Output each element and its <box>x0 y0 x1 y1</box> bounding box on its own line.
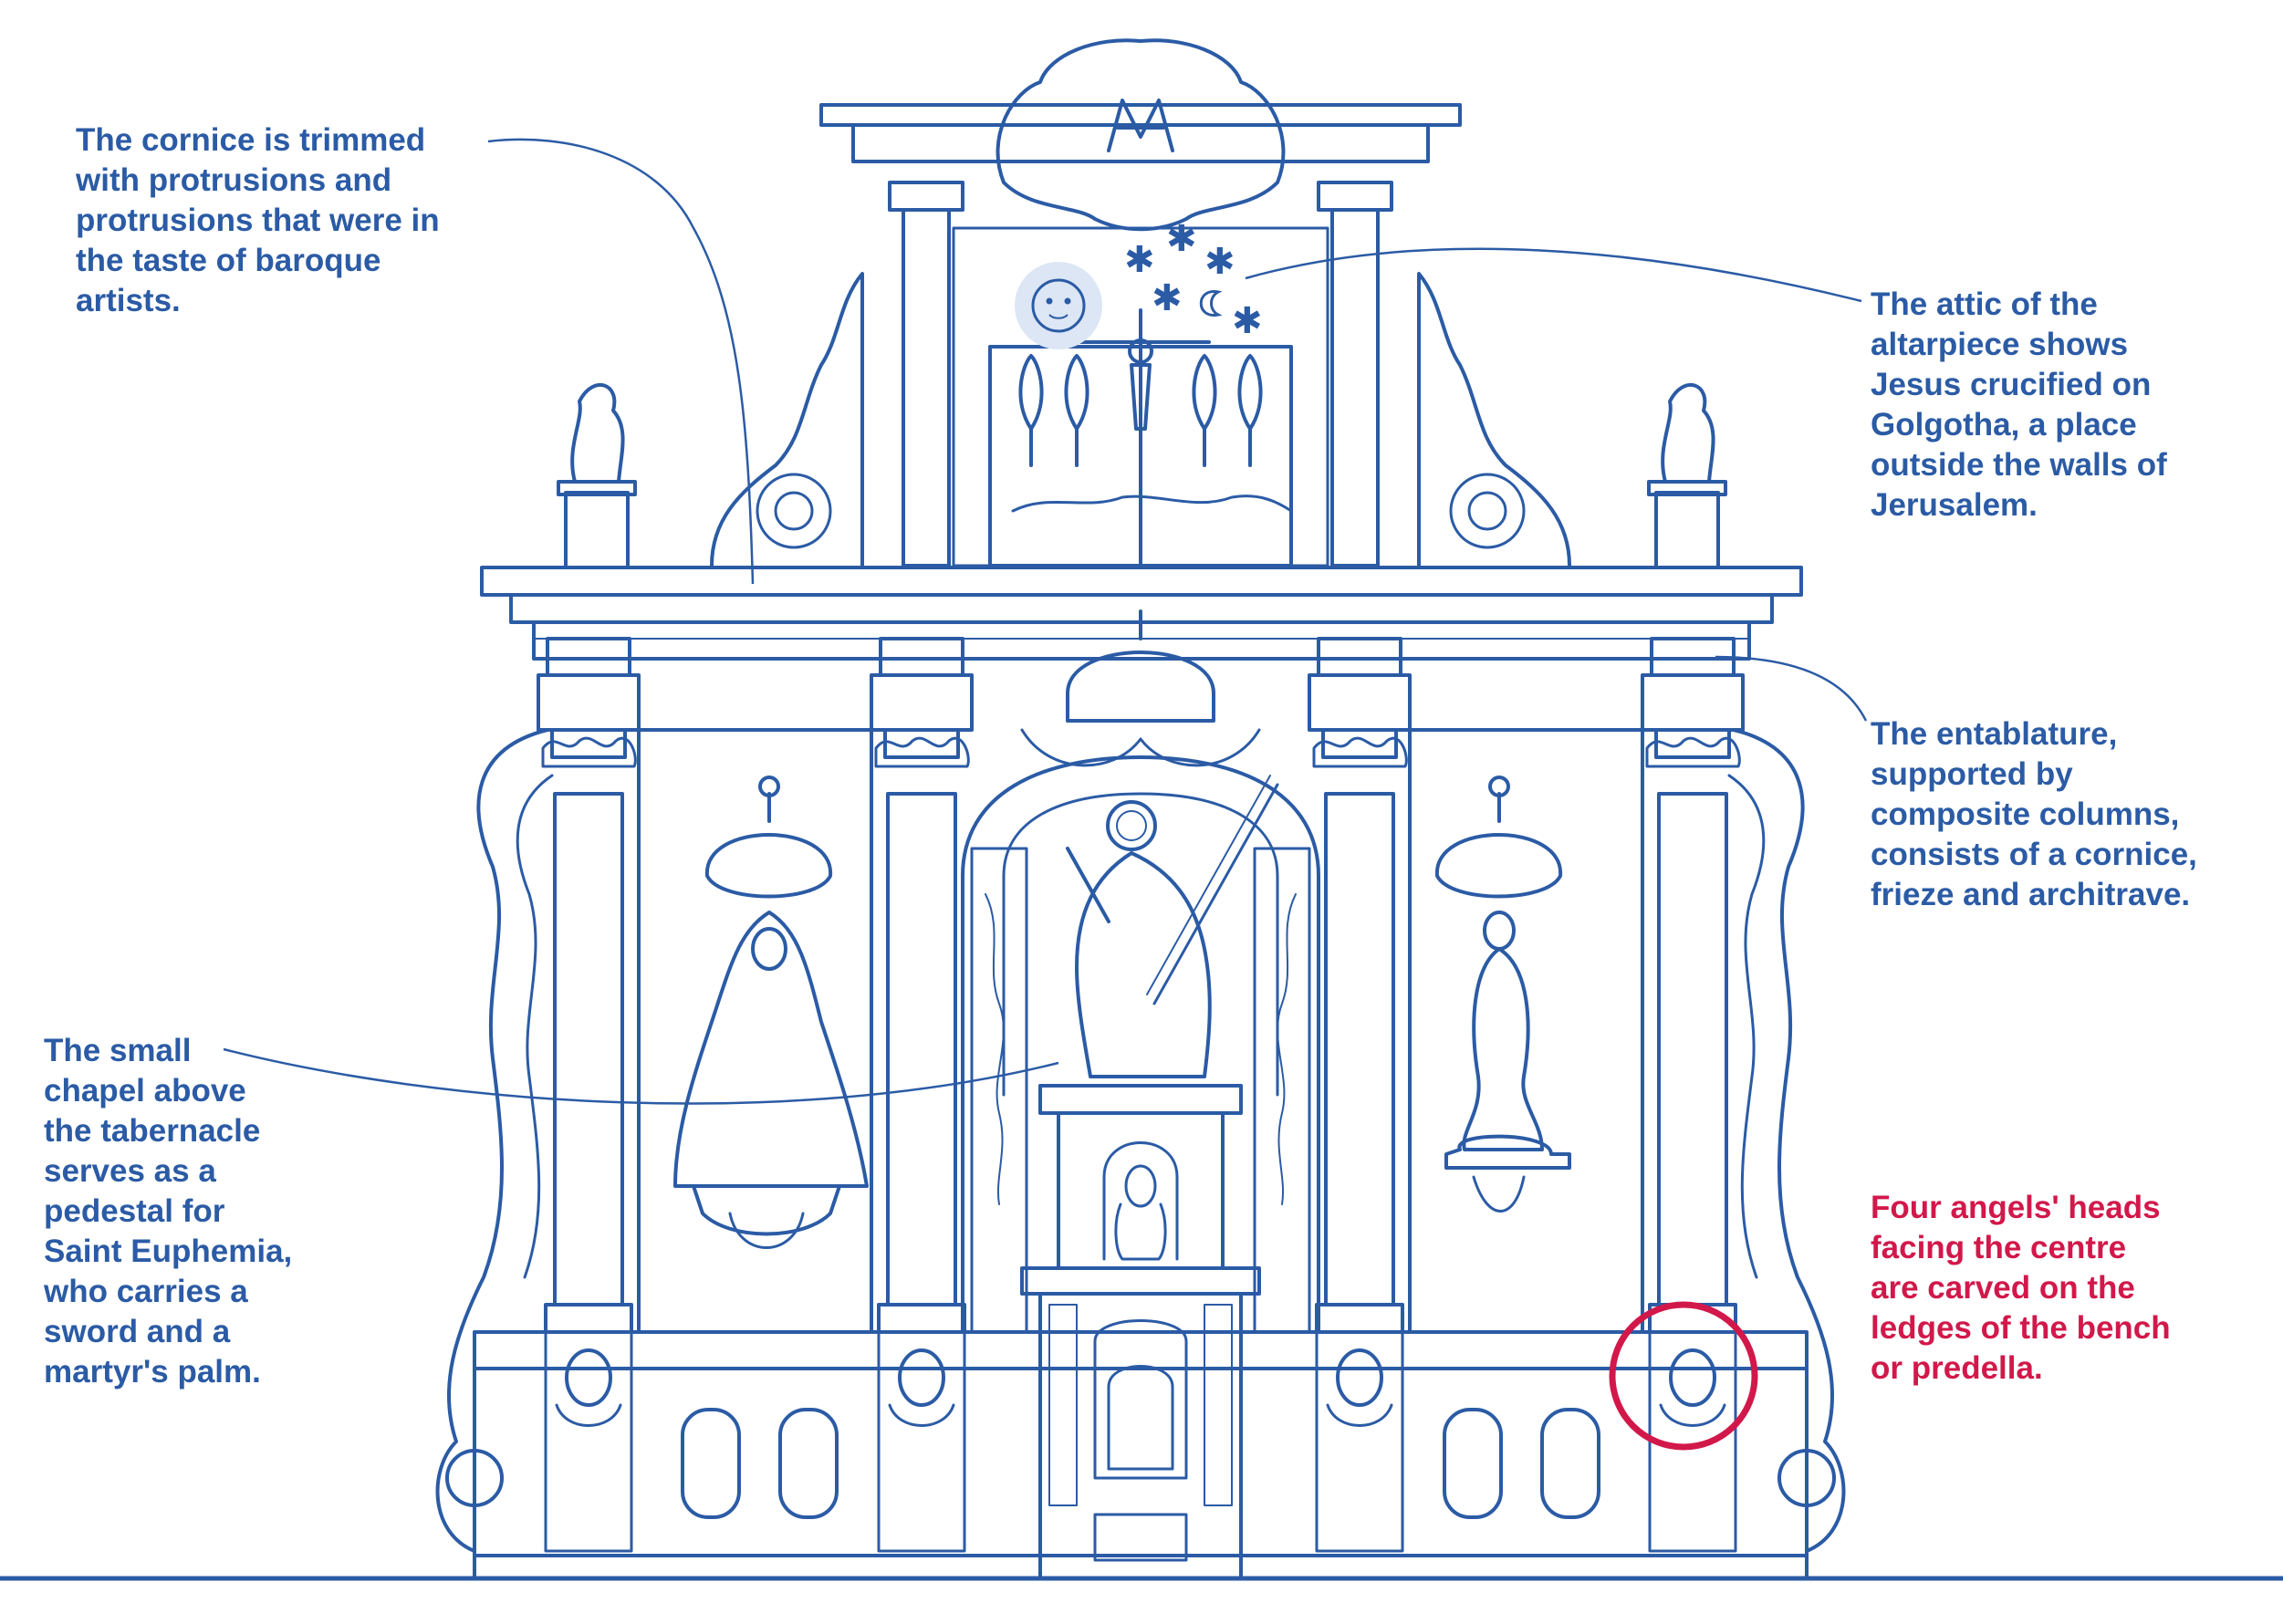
annotation-line: altarpiece shows <box>1871 327 2129 362</box>
annotation-line: Golgotha, a place <box>1871 407 2137 442</box>
capital-4 <box>1645 736 1741 768</box>
cypress-tree <box>1237 354 1263 467</box>
annotation-line: The entablature, <box>1871 716 2118 752</box>
capital-2 <box>874 736 970 768</box>
annotation-angels: Four angels' heads facing the centre are… <box>1871 1188 2171 1389</box>
central-canopy <box>1066 651 1215 723</box>
left-niche-panel <box>637 728 873 1334</box>
attic-cornice <box>819 103 1462 127</box>
cypress-tree <box>1192 354 1217 467</box>
left-side-scroll <box>435 728 549 1553</box>
angel-head-highlight <box>1609 1301 1758 1451</box>
stars: ✱ ✱ ✱ ✱ ✱ <box>1124 218 1263 342</box>
right-attic-scroll <box>1417 272 1571 567</box>
annotation-line: are carved on the <box>1871 1270 2135 1306</box>
annotation-line: with protrusions and <box>76 162 392 198</box>
annotation-line: ledges of the bench <box>1871 1310 2171 1346</box>
star-icon: ✱ <box>1152 277 1183 319</box>
central-arch <box>961 755 1320 1334</box>
cypress-tree <box>1064 354 1089 467</box>
column-2 <box>870 637 974 1334</box>
annotation-line: the tabernacle <box>44 1113 261 1149</box>
moon-icon <box>1199 290 1223 317</box>
annotation-attic: The attic of the altarpiece shows Jesus … <box>1871 285 2167 526</box>
star-icon: ✱ <box>1204 241 1235 283</box>
annotation-chapel: The small chapel above the tabernacle se… <box>44 1031 292 1392</box>
annotation-line: consists of a cornice, <box>1871 837 2197 872</box>
left-statue-group <box>673 776 869 1249</box>
annotation-line: chapel above <box>44 1073 246 1109</box>
central-pilaster-right <box>1253 847 1311 1334</box>
annotation-line: composite columns, <box>1871 796 2180 832</box>
capital-3 <box>1312 736 1408 768</box>
annotation-line: martyr's palm. <box>44 1354 261 1390</box>
left-side-scroll-inner <box>516 774 554 1279</box>
annotation-line: The small <box>44 1033 192 1068</box>
right-scroll-volute <box>1777 1449 1836 1507</box>
crowning-cartouche <box>996 38 1286 232</box>
leader-attic <box>1245 247 1862 303</box>
annotation-line: or predella. <box>1871 1350 2043 1386</box>
star-icon: ✱ <box>1124 239 1155 281</box>
annotation-line: Four angels' heads <box>1871 1190 2161 1225</box>
annotation-line: The cornice is trimmed <box>76 122 426 158</box>
attic-column-left <box>902 208 951 567</box>
right-statue-group <box>1434 776 1571 1213</box>
left-finial-statue <box>557 382 637 569</box>
crucifix <box>1070 308 1211 567</box>
angel-head-3 <box>1315 1330 1404 1553</box>
leader-cornice <box>487 138 755 585</box>
annotation-line: the taste of baroque <box>76 243 381 278</box>
right-finial-statue <box>1647 382 1727 569</box>
sun-face <box>1015 262 1102 349</box>
annotation-line: who carries a <box>44 1274 248 1309</box>
capital-1 <box>541 736 637 768</box>
annotation-line: facing the centre <box>1871 1230 2127 1265</box>
main-cornice <box>480 566 1803 597</box>
angel-head-2 <box>877 1330 966 1553</box>
annotation-line: Jerusalem. <box>1871 487 2038 523</box>
leader-chapel <box>223 1047 1059 1105</box>
predella-panel <box>778 1408 839 1519</box>
right-niche-panel <box>1408 728 1644 1334</box>
annotation-line: outside the walls of <box>1871 447 2167 483</box>
column-1 <box>537 637 641 1334</box>
annotation-line: protrusions that were in <box>76 203 440 238</box>
annotation-line: The attic of the <box>1871 286 2098 322</box>
saint-euphemia-statue <box>1066 775 1279 1078</box>
leader-entablature <box>1715 655 1868 722</box>
attic-column-right <box>1330 208 1380 567</box>
annotation-line: frieze and architrave. <box>1871 877 2191 912</box>
angel-head-1 <box>544 1330 633 1553</box>
annotation-entablature: The entablature, supported by composite … <box>1871 714 2197 915</box>
annotation-line: Jesus crucified on <box>1871 367 2152 402</box>
left-attic-scroll <box>710 272 864 567</box>
right-side-scroll <box>1732 728 1846 1553</box>
annotation-cornice: The cornice is trimmed with protrusions … <box>76 120 440 321</box>
marian-monogram <box>1107 99 1174 152</box>
annotation-line: sword and a <box>44 1314 231 1349</box>
tabernacle <box>1020 1084 1261 1580</box>
predella-panel <box>1540 1408 1600 1519</box>
right-side-scroll-inner <box>1727 774 1766 1279</box>
annotation-line: Saint Euphemia, <box>44 1234 293 1269</box>
star-icon: ✱ <box>1232 300 1263 342</box>
cypress-tree <box>1018 354 1044 467</box>
right-attic-volute <box>1449 473 1526 549</box>
predella-panel <box>681 1408 741 1519</box>
annotation-line: artists. <box>76 283 181 318</box>
star-icon: ✱ <box>1166 218 1197 260</box>
central-pilaster-left <box>970 847 1028 1334</box>
left-attic-volute <box>756 473 832 549</box>
predella-panel <box>1443 1408 1503 1519</box>
annotation-line: pedestal for <box>44 1193 225 1229</box>
central-arch-inner <box>1002 792 1279 1097</box>
annotation-line: serves as a <box>44 1153 216 1189</box>
annotation-line: supported by <box>1871 756 2073 792</box>
left-scroll-volute <box>445 1449 504 1507</box>
